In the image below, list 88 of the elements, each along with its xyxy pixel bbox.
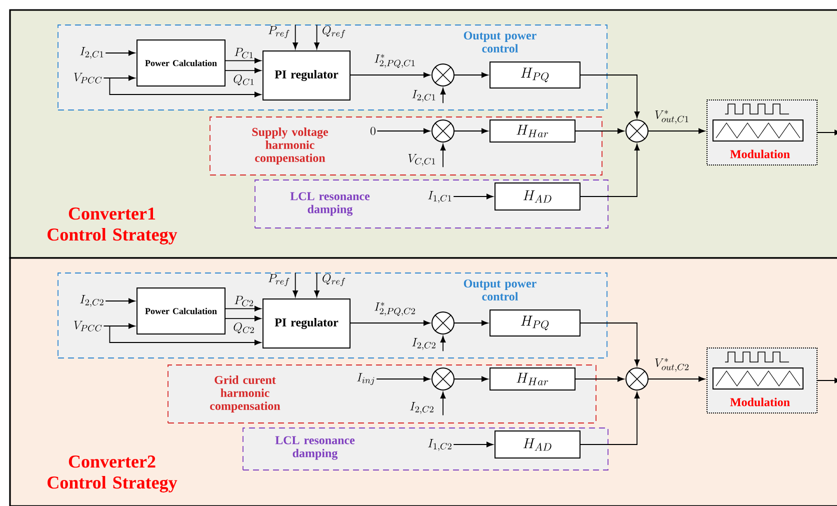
transfer-function-block: $H_{AD}$ bbox=[494, 430, 580, 458]
edge-label: $I^{*}_{2,PQ,C1}$ bbox=[374, 54, 415, 68]
arrow bbox=[453, 442, 494, 448]
edge-label: $I^{*}_{2,PQ,C2}$ bbox=[374, 302, 415, 316]
signal-label: $P_{ref}$ bbox=[268, 274, 290, 286]
arrow bbox=[454, 320, 488, 326]
arrow bbox=[225, 306, 262, 312]
arrow bbox=[580, 322, 640, 366]
arrow bbox=[103, 75, 136, 81]
arrow bbox=[454, 376, 488, 382]
arrow bbox=[580, 392, 640, 445]
summing-junction bbox=[432, 312, 454, 334]
arrow bbox=[575, 376, 624, 382]
group-heading: Output power control bbox=[464, 31, 536, 53]
transfer-function-block: $H_{PQ}$ bbox=[490, 62, 580, 88]
edge-label: $P_{C1}$ bbox=[234, 48, 253, 58]
signal-label: $I_{2,C2}$ bbox=[80, 295, 104, 307]
power-calculation-block: Power Calculation bbox=[136, 288, 226, 334]
arrow bbox=[225, 58, 262, 64]
arrow bbox=[376, 376, 430, 382]
group-heading: Grid curent harmonic compensation bbox=[210, 376, 280, 412]
signal-label: $V_{PCC}$ bbox=[74, 320, 102, 332]
power-calculation-block: Power Calculation bbox=[136, 40, 226, 86]
signal-label: $I_{1,C2}$ bbox=[428, 439, 452, 451]
panel-title: Converter2 Control Strategy bbox=[48, 456, 178, 492]
group-heading: LCL resonance damping bbox=[275, 436, 355, 460]
arrow bbox=[648, 376, 706, 382]
group-heading: LCL resonance damping bbox=[290, 192, 370, 216]
arrow bbox=[580, 74, 640, 118]
arrow bbox=[440, 392, 446, 416]
transfer-function-block: $H_{Har}$ bbox=[490, 368, 576, 390]
arrow bbox=[350, 72, 430, 78]
signal-label: $I_{2,C1}$ bbox=[80, 47, 104, 59]
group-heading: Supply voltage harmonic compensation bbox=[252, 128, 328, 164]
edge-label: $V^{*}_{out,C2}$ bbox=[655, 358, 688, 372]
group-heading: Output power control bbox=[464, 279, 536, 301]
signal-label: $I_{inj}$ bbox=[357, 373, 374, 385]
edge-label: $P_{C2}$ bbox=[234, 296, 253, 306]
signal-label: $I_{1,C1}$ bbox=[428, 191, 452, 203]
arrow bbox=[109, 78, 262, 98]
edge-label: $Q_{C2}$ bbox=[234, 322, 254, 334]
arrow bbox=[440, 88, 446, 104]
arrow bbox=[225, 68, 262, 74]
transfer-function-block: $H_{PQ}$ bbox=[490, 310, 580, 336]
edge-label: $V^{*}_{out,C1}$ bbox=[655, 110, 688, 124]
summing-junction bbox=[626, 120, 648, 142]
signal-label: $Q_{ref}$ bbox=[322, 26, 346, 38]
arrow bbox=[580, 144, 640, 197]
summing-junction bbox=[626, 368, 648, 390]
signal-label: $I_{2,C2}$ bbox=[412, 338, 436, 350]
arrow bbox=[314, 24, 320, 50]
signal-label: $0$ bbox=[370, 126, 376, 136]
arrow bbox=[225, 316, 262, 322]
arrow bbox=[314, 272, 320, 298]
signal-label: $V_{C,C1}$ bbox=[408, 154, 436, 166]
arrow bbox=[292, 272, 298, 298]
block-caption: Modulation bbox=[730, 150, 790, 158]
transfer-function-block: $H_{AD}$ bbox=[494, 182, 580, 210]
arrow bbox=[292, 24, 298, 50]
block-caption: Modulation bbox=[730, 398, 790, 406]
arrow bbox=[105, 298, 136, 304]
arrow bbox=[350, 320, 430, 326]
signal-label: $P_{ref}$ bbox=[268, 26, 290, 38]
summing-junction bbox=[432, 368, 454, 390]
signal-label: $Q_{ref}$ bbox=[322, 274, 346, 286]
arrow bbox=[103, 323, 136, 329]
arrow bbox=[454, 72, 488, 78]
arrow bbox=[105, 50, 136, 56]
pi-regulator-block: PI regulator bbox=[262, 50, 350, 100]
arrow bbox=[440, 336, 446, 352]
signal-label: $V_{PCC}$ bbox=[74, 72, 102, 84]
summing-junction bbox=[432, 120, 454, 142]
arrow bbox=[648, 128, 706, 134]
arrow bbox=[376, 128, 430, 134]
arrow bbox=[453, 194, 494, 200]
pi-regulator-block: PI regulator bbox=[262, 298, 350, 348]
transfer-function-block: $H_{Har}$ bbox=[490, 120, 576, 142]
summing-junction bbox=[432, 64, 454, 86]
signal-label: $I_{2,C1}$ bbox=[412, 90, 436, 102]
edge-label: $Q_{C1}$ bbox=[234, 74, 254, 86]
arrow bbox=[575, 128, 624, 134]
arrow bbox=[109, 326, 262, 346]
panel-title: Converter1 Control Strategy bbox=[48, 208, 178, 244]
signal-label: $I_{2,C2}$ bbox=[410, 402, 434, 414]
arrow bbox=[817, 378, 837, 384]
arrow bbox=[817, 130, 837, 136]
arrow bbox=[454, 128, 488, 134]
arrow bbox=[440, 144, 446, 168]
